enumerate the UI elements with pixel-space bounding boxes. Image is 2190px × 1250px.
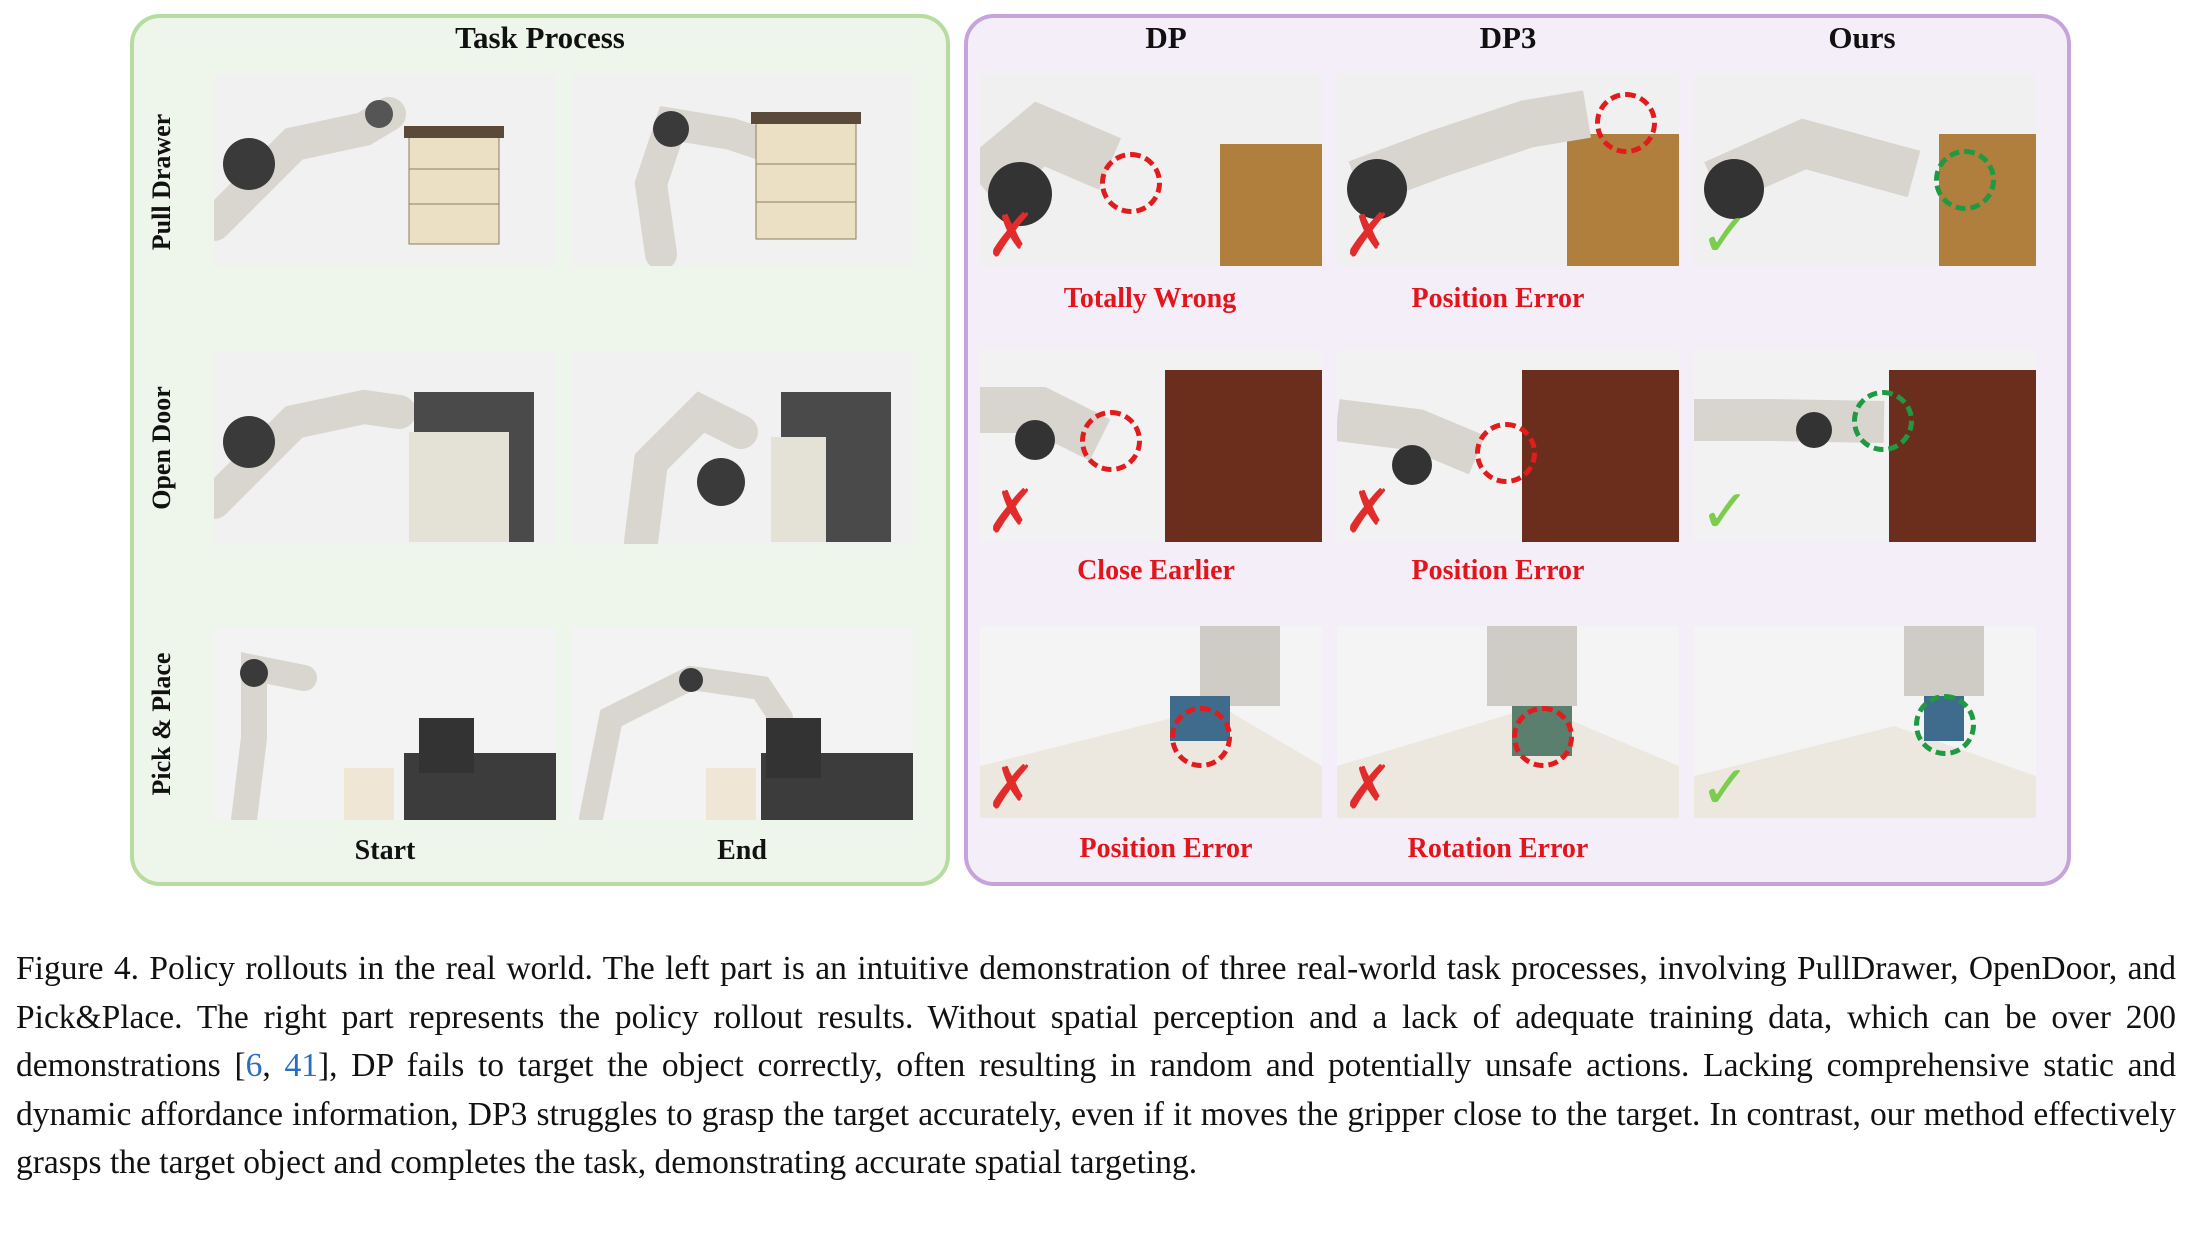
success-check-icon: ✓ (1700, 201, 1751, 266)
method-head-ours: Ours (1828, 20, 1896, 55)
fail-cross-icon: ✗ (986, 477, 1037, 542)
success-marker-circle (1934, 149, 1996, 211)
rollout-dp-pick-place: ✗ (980, 626, 1322, 818)
rollout-dp3-pick-place: ✗ (1337, 626, 1679, 818)
task-process-title: Task Process (455, 20, 625, 55)
dp-error-pull-drawer: Totally Wrong (1063, 283, 1237, 314)
success-marker-circle (1852, 390, 1914, 452)
photo-pick-place-start (214, 628, 556, 820)
citation-link[interactable]: 6 (245, 1047, 263, 1084)
row-label-open-door: Open Door (147, 386, 176, 510)
photo-pull-drawer-start (214, 74, 556, 266)
rollout-dp-pull-drawer: ✗ (980, 74, 1322, 266)
failure-marker-circle (1512, 706, 1574, 768)
dp3-error-pick-place: Rotation Error (1407, 833, 1589, 864)
fail-cross-icon: ✗ (1343, 201, 1394, 266)
fail-cross-icon: ✗ (986, 753, 1037, 818)
rollout-dp3-open-door: ✗ (1337, 350, 1679, 542)
fail-cross-icon: ✗ (1343, 753, 1394, 818)
row-label-pick-place: Pick & Place (147, 652, 176, 796)
caption-text-part-2: ], DP fails to target the object correct… (16, 1047, 2177, 1181)
fail-cross-icon: ✗ (986, 201, 1037, 266)
photo-pull-drawer-end (571, 74, 913, 266)
success-marker-circle (1914, 694, 1976, 756)
method-head-dp3: DP3 (1479, 20, 1537, 55)
citation-separator: , (262, 1047, 285, 1084)
figure-caption: Figure 4. Policy rollouts in the real wo… (16, 945, 2176, 1188)
failure-marker-circle (1595, 92, 1657, 154)
failure-marker-circle (1170, 706, 1232, 768)
failure-marker-circle (1475, 422, 1537, 484)
photo-pick-place-end (571, 628, 913, 820)
success-check-icon: ✓ (1700, 477, 1751, 542)
caption-text-part-1: Policy rollouts in the real world. The l… (16, 950, 2177, 1084)
failure-marker-circle (1080, 410, 1142, 472)
failure-marker-circle (1100, 152, 1162, 214)
dp-error-pick-place: Position Error (1079, 833, 1253, 864)
rollout-ours-pick-place: ✓ (1694, 626, 2036, 818)
column-label-end: End (717, 835, 767, 866)
rollout-dp-open-door: ✗ (980, 350, 1322, 542)
method-head-dp: DP (1145, 20, 1187, 55)
photo-open-door-start (214, 352, 556, 544)
row-label-pull-drawer: Pull Drawer (147, 113, 176, 251)
dp-error-open-door: Close Earlier (1077, 555, 1235, 586)
fail-cross-icon: ✗ (1343, 477, 1394, 542)
citation-link[interactable]: 41 (284, 1047, 318, 1084)
rollout-dp3-pull-drawer: ✗ (1337, 74, 1679, 266)
column-label-start: Start (354, 835, 416, 866)
figure-label: Figure 4. (16, 950, 139, 987)
photo-open-door-end (571, 352, 913, 544)
dp3-error-pull-drawer: Position Error (1411, 283, 1585, 314)
rollout-ours-pull-drawer: ✓ (1694, 74, 2036, 266)
rollout-ours-open-door: ✓ (1694, 350, 2036, 542)
dp3-error-open-door: Position Error (1411, 555, 1585, 586)
success-check-icon: ✓ (1700, 753, 1751, 818)
